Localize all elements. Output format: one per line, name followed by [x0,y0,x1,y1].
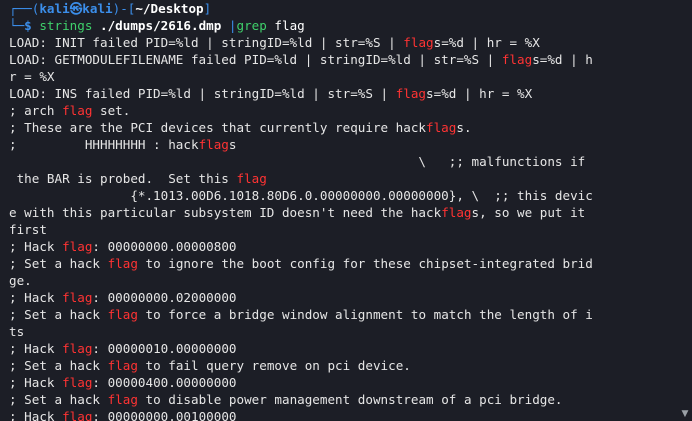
prompt-corner-bottom: └─ [9,18,25,33]
output-text: e with this particular subsystem ID does… [9,205,442,220]
match-highlight: flag [236,171,267,186]
match-highlight: flag [62,239,93,254]
output-text: s=%d | hr = %X [426,86,533,101]
output-line: ; These are the PCI devices that current… [9,119,652,136]
output-line: ; Set a hack flag to ignore the boot con… [9,255,652,272]
prompt-line-1: ┌──(kali㉿kali)-[~/Desktop] [9,0,652,17]
output-text: s=%d | hr = %X [433,35,540,50]
terminal-output: LOAD: INIT failed PID=%ld | stringID=%ld… [9,34,652,421]
output-text: ; Hack [9,290,63,305]
output-line: ; Hack flag: 00000000.00100000 [9,408,652,421]
output-line: ; Hack flag: 00000000.02000000 [9,289,652,306]
grep-command: grep [236,18,267,33]
prompt-at-symbol: ㉿ [69,1,83,16]
prompt-cwd: ~/Desktop [135,1,204,16]
prompt-separator: )-[ [112,1,136,16]
match-highlight: flag [107,256,138,271]
output-text: ; Set a hack [9,358,108,373]
match-highlight: flag [62,290,93,305]
output-text: : 00000400.00000000 [92,375,237,390]
output-text: ; Set a hack [9,307,108,322]
match-highlight: flag [107,307,138,322]
prompt-line-2[interactable]: └─$ strings ./dumps/2616.dmp |grep flag [9,17,652,34]
output-text: ; Set a hack [9,256,108,271]
output-text: ; Hack [9,239,63,254]
prompt-corner: ┌──( [9,1,40,16]
output-text: to fail query remove on pci device. [137,358,411,373]
output-text: s=%d | h [532,52,593,67]
output-line: LOAD: INS failed PID=%ld | stringID=%ld … [9,85,652,102]
output-text: first [9,222,47,237]
output-text: \ ;; malfunctions if [9,154,586,169]
match-highlight: flag [107,392,138,407]
prompt-host: kali [82,1,113,16]
command-name: strings [39,18,93,33]
output-text: r = %X [9,69,55,84]
output-line: ge. [9,272,652,289]
output-text: to force a bridge window alignment to ma… [137,307,593,322]
output-text: LOAD: INIT failed PID=%ld | stringID=%ld… [9,35,404,50]
match-highlight: flag [107,358,138,373]
output-line: LOAD: INIT failed PID=%ld | stringID=%ld… [9,34,652,51]
output-line: LOAD: GETMODULEFILENAME failed PID=%ld |… [9,51,652,68]
command-argument: ./dumps/2616.dmp [92,18,222,33]
output-text: to ignore the boot config for these chip… [137,256,593,271]
output-text: s, so we put it [471,205,586,220]
output-line: the BAR is probed. Set this flag [9,170,652,187]
match-highlight: flag [62,341,93,356]
output-text: ; arch [9,103,63,118]
output-text: s. [456,120,472,135]
output-text: ; HHHHHHHH : hack [9,137,199,152]
output-line: ts [9,323,652,340]
output-line: ; Set a hack flag to fail query remove o… [9,357,652,374]
grep-argument: flag [266,18,305,33]
output-line: {*.1013.00D6.1018.80D6.0.00000000.000000… [9,187,652,204]
output-line: ; Set a hack flag to disable power manag… [9,391,652,408]
output-text: ge. [9,273,32,288]
output-line: ; arch flag set. [9,102,652,119]
output-text: ; Set a hack [9,392,108,407]
output-text: ; These are the PCI devices that current… [9,120,427,135]
match-highlight: flag [426,120,457,135]
output-line: e with this particular subsystem ID does… [9,204,652,221]
output-line: ; Set a hack flag to force a bridge wind… [9,306,652,323]
match-highlight: flag [403,35,434,50]
output-text: {*.1013.00D6.1018.80D6.0.00000000.000000… [9,188,593,203]
match-highlight: flag [62,375,93,390]
output-text: : 00000000.02000000 [92,290,237,305]
output-text: ; Hack [9,375,63,390]
scroll-down-icon[interactable]: ▼ [681,409,689,419]
output-text: ; Hack [9,341,63,356]
output-line: first [9,221,652,238]
prompt-dollar: $ [24,18,40,33]
output-text: s [228,137,237,152]
prompt-user: kali [39,1,70,16]
output-text: set. [92,103,131,118]
match-highlight: flag [198,137,229,152]
output-text: the BAR is probed. Set this [9,171,237,186]
prompt-bracket-close: ] [203,1,212,16]
terminal-scrollbar[interactable] [682,0,690,421]
match-highlight: flag [395,86,427,101]
output-line: ; Hack flag: 00000400.00000000 [9,374,652,391]
output-text: to disable power management downstream o… [137,392,563,407]
output-line: ; Hack flag: 00000000.00000800 [9,238,652,255]
output-text: LOAD: INS failed PID=%ld | stringID=%ld … [9,86,396,101]
output-text: ; Hack [9,409,63,421]
match-highlight: flag [62,409,93,421]
output-line: r = %X [9,68,652,85]
output-text: ts [9,324,25,339]
match-highlight: flag [441,205,472,220]
output-line: ; HHHHHHHH : hackflags [9,136,652,153]
output-line: ; Hack flag: 00000010.00000000 [9,340,652,357]
output-text: : 00000010.00000000 [92,341,237,356]
match-highlight: flag [62,103,93,118]
output-line: \ ;; malfunctions if [9,153,652,170]
output-text: : 00000000.00000800 [92,239,237,254]
command-pipe: | [221,18,237,33]
output-text: : 00000000.00100000 [92,409,237,421]
match-highlight: flag [501,52,533,67]
output-text: LOAD: GETMODULEFILENAME failed PID=%ld |… [9,52,502,67]
